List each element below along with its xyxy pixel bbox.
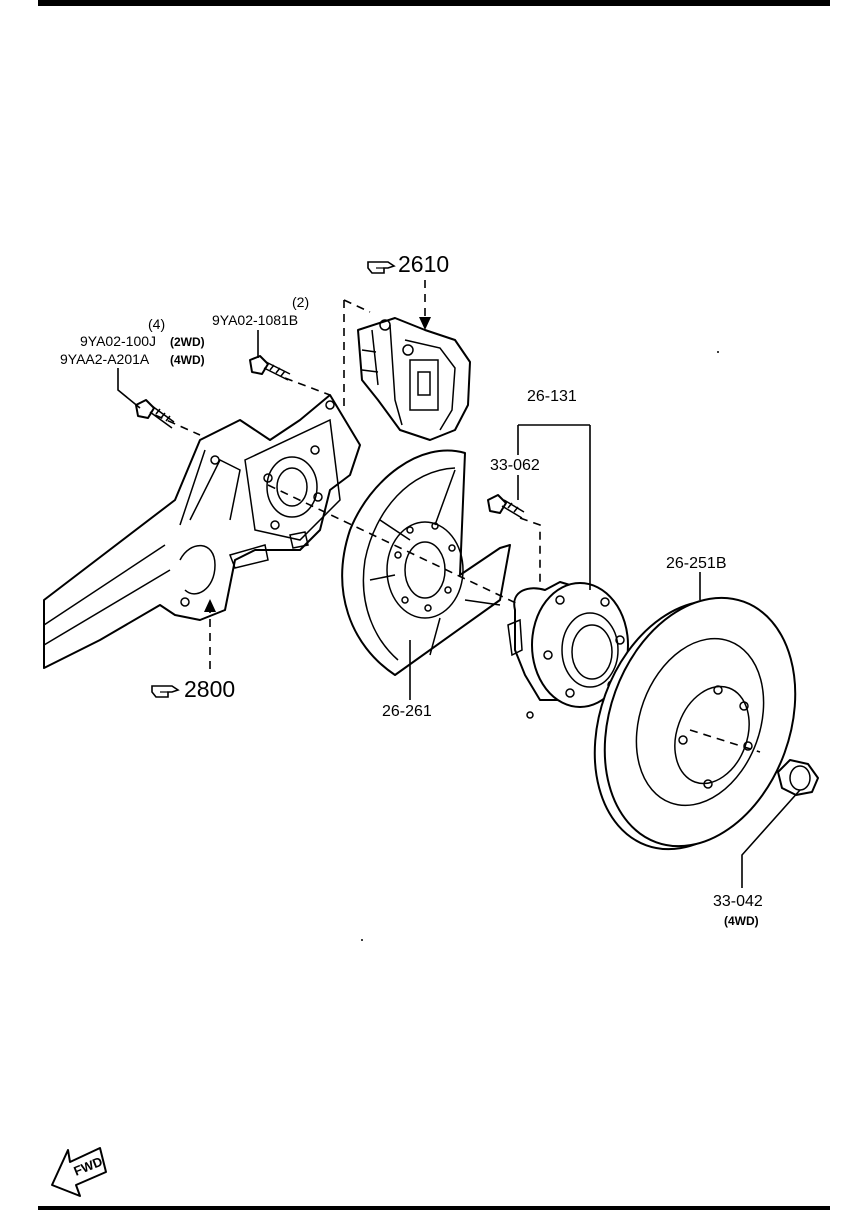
top-border <box>38 0 830 6</box>
speck <box>717 351 719 353</box>
dashed-guides <box>154 280 761 753</box>
caliper-bolt <box>249 355 291 381</box>
caliper-bolt-qty: (2) <box>292 294 309 310</box>
knuckle-bolt <box>135 399 175 429</box>
hub-assembly-number: 26-131 <box>527 388 577 405</box>
ref-arrow-2800 <box>204 599 216 612</box>
speck <box>361 939 363 941</box>
knuckle-bolt-4wd-note: (4WD) <box>170 353 205 367</box>
lock-nut-number: 33-042 <box>713 893 763 910</box>
brake-disc <box>593 596 797 851</box>
brake-caliper <box>357 317 471 441</box>
ref-2800-label: 2800 <box>151 676 235 702</box>
ref-2610-label: 2610 <box>367 251 449 277</box>
lock-nut <box>777 759 819 796</box>
pointing-hand-icon <box>151 685 180 698</box>
fwd-arrow-icon: FWD <box>51 1147 107 1197</box>
knuckle-ref-number: 2800 <box>184 676 235 702</box>
knuckle-bolt-qty: (4) <box>148 316 165 332</box>
disc-plate-number: 26-261 <box>382 703 432 720</box>
knuckle-bolt-2wd-note: (2WD) <box>170 335 205 349</box>
brake-disc-number: 26-251B <box>666 555 727 572</box>
knuckle-bolt-4wd: 9YAA2-A201A <box>60 351 150 367</box>
knuckle-bolt-2wd: 9YA02-100J <box>80 333 156 349</box>
caliper-ref-number: 2610 <box>398 251 449 277</box>
trailing-arm-knuckle <box>43 394 361 669</box>
pointing-hand-icon <box>367 261 396 274</box>
hub-bolt <box>487 494 525 519</box>
disc-plate <box>341 449 511 676</box>
bottom-border <box>38 1206 830 1210</box>
hub-bolt-number: 33-062 <box>490 457 540 474</box>
caliper-bolt-number: 9YA02-1081B <box>212 312 298 328</box>
ref-arrow-2610 <box>419 317 431 330</box>
hub-assembly <box>507 581 629 719</box>
lock-nut-note: (4WD) <box>724 914 759 928</box>
leader-lines <box>117 330 801 888</box>
